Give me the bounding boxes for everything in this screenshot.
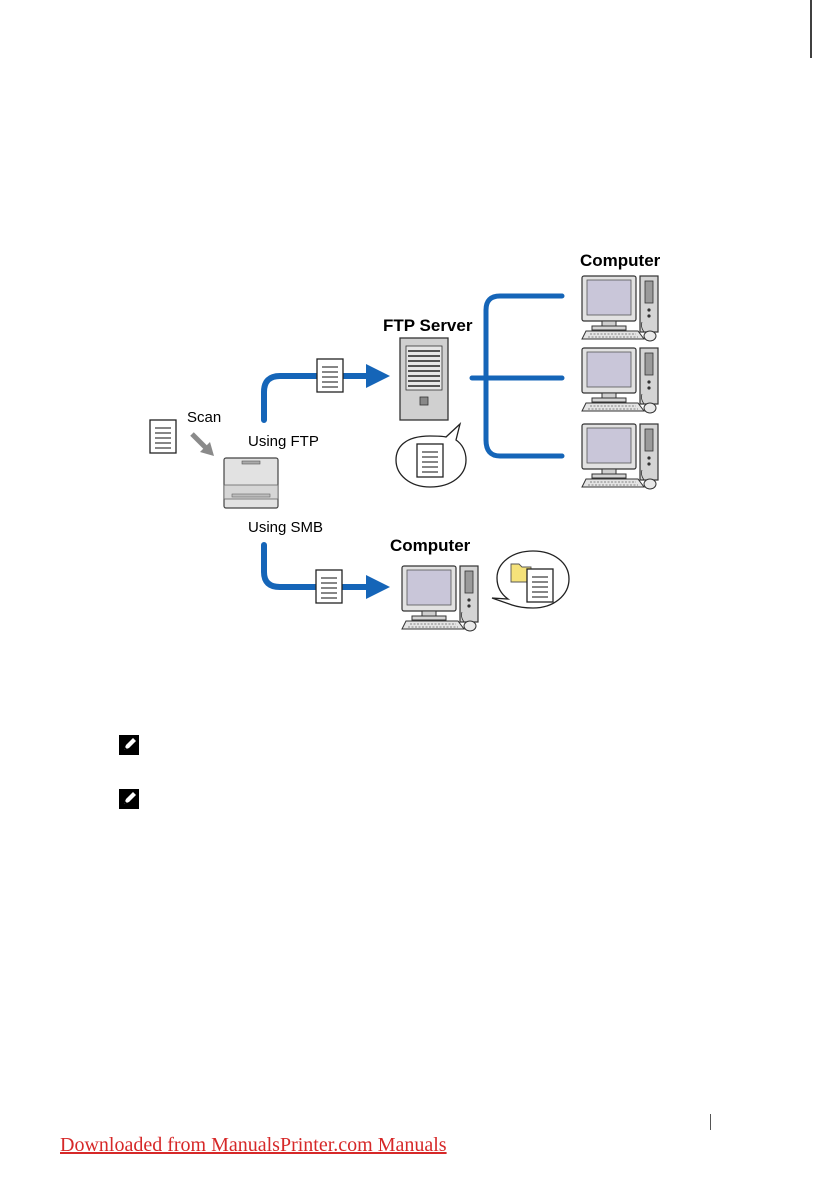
note-pencil-icon-1 bbox=[118, 734, 140, 756]
computer-label-top: Computer bbox=[580, 251, 661, 270]
scan-document-icon bbox=[150, 420, 176, 453]
computer-label-bottom: Computer bbox=[390, 536, 471, 555]
computer-icon-smb bbox=[402, 566, 478, 631]
folder-document-bubble bbox=[492, 551, 569, 608]
computer-icon-3 bbox=[582, 424, 658, 489]
page-number-rule bbox=[710, 1114, 711, 1130]
manualsprinter-footer-link[interactable]: Downloaded from ManualsPrinter.com Manua… bbox=[60, 1134, 447, 1157]
computer-icon-1 bbox=[582, 276, 658, 341]
scan-network-diagram: Computer FTP Server Scan bbox=[0, 0, 840, 700]
smb-document-icon bbox=[316, 570, 342, 603]
server-document-bubble bbox=[396, 424, 466, 487]
printer-icon bbox=[224, 458, 278, 508]
scan-label: Scan bbox=[187, 409, 221, 426]
ftp-server-icon bbox=[400, 338, 448, 420]
network-branch-lines bbox=[472, 296, 562, 456]
ftp-document-icon bbox=[317, 359, 343, 392]
ftp-server-label: FTP Server bbox=[383, 316, 473, 335]
note-pencil-icon-2 bbox=[118, 788, 140, 810]
scan-arrow-icon bbox=[192, 434, 214, 456]
using-ftp-label: Using FTP bbox=[248, 433, 319, 450]
computer-icon-2 bbox=[582, 348, 658, 413]
using-smb-label: Using SMB bbox=[248, 519, 323, 536]
